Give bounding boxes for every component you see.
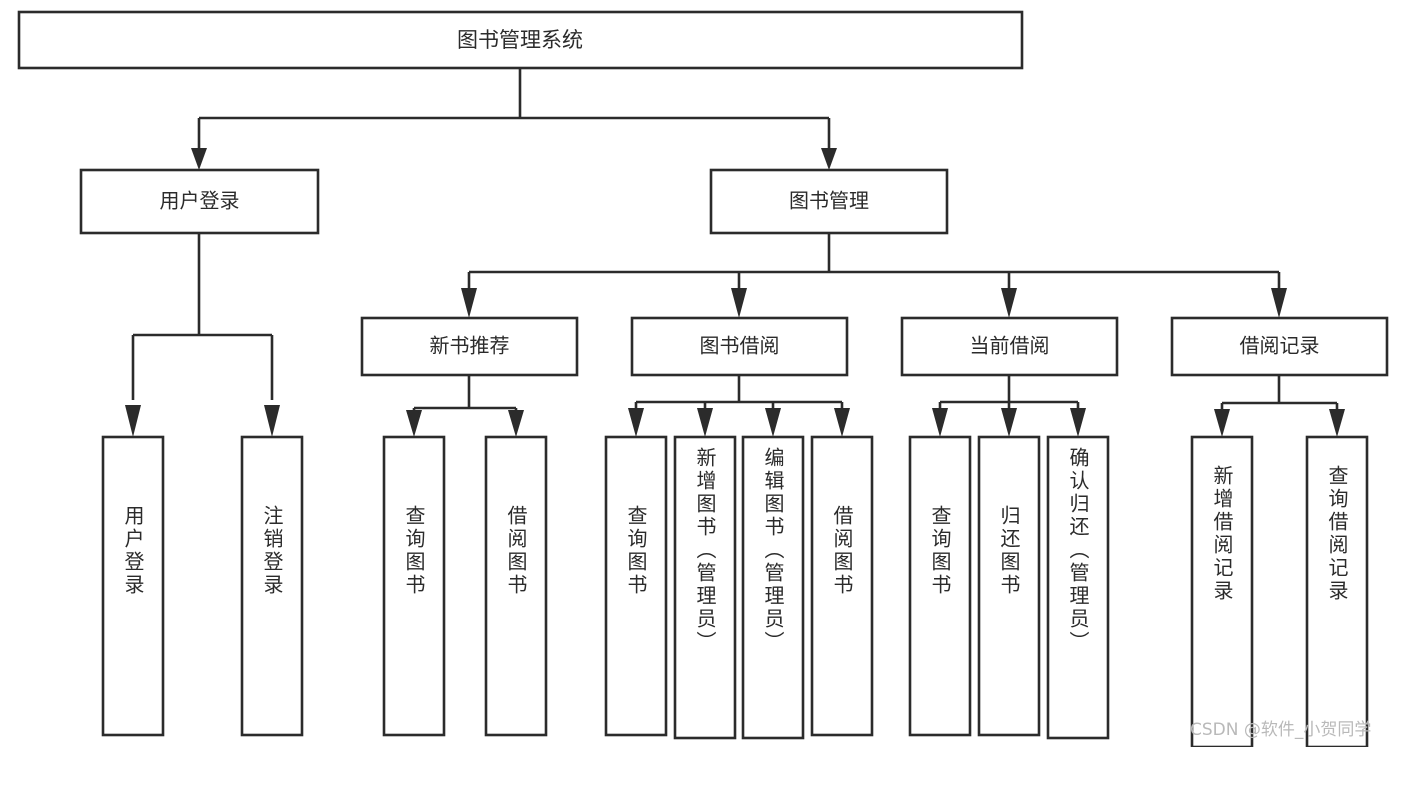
leaf-box-new-book-2[interactable] [484,435,548,737]
arrow-head-bookborrow-leaf-3 [765,408,781,437]
leaf-box-current-borrow-1[interactable] [908,435,972,737]
leaf-box-book-borrow-2[interactable] [673,435,737,740]
arrow-head-userlogin-leaf-2 [264,405,280,437]
flowchart-canvas: 图书管理系统 用户登录 图书管理 新书推荐 图书借阅 当前借阅 借阅记录 [17,10,1389,747]
node-book-borrow-box[interactable] [630,316,849,377]
leaf-box-borrow-record-2[interactable] [1305,435,1369,747]
arrow-head-borrow-record [1271,288,1287,318]
node-borrow-record-label: 借阅记录 [1240,334,1320,358]
node-book-management[interactable]: 图书管理 [709,168,949,235]
diagram-root: 图书管理系统 用户登录 图书管理 新书推荐 图书借阅 当前借阅 借阅记录 [17,10,1389,747]
node-user-login-label: 用户登录 [160,189,240,213]
node-new-book-recommend-label: 新书推荐 [430,334,510,358]
arrow-head-borrowrecord-leaf-1 [1214,409,1230,437]
arrow-head-newbook-leaf-1 [406,410,422,437]
arrow-head-bookborrow-leaf-1 [628,408,644,437]
arrow-head-user-login [191,148,207,170]
node-user-login-box[interactable] [79,168,320,235]
leaf-box-user-login-1[interactable] [101,435,165,737]
node-root[interactable]: 图书管理系统 [17,10,1024,70]
arrow-head-book-borrow [731,288,747,318]
arrow-head-userlogin-leaf-1 [125,405,141,437]
node-book-management-box[interactable] [709,168,949,235]
node-book-borrow[interactable]: 图书借阅 [630,316,849,377]
leaf-box-book-borrow-3[interactable] [741,435,805,740]
node-root-box[interactable] [17,10,1024,70]
node-user-login[interactable]: 用户登录 [79,168,320,235]
leaf-box-current-borrow-2[interactable] [977,435,1041,737]
node-new-book-recommend-box[interactable] [360,316,579,377]
connector-group [125,68,1345,437]
arrow-head-current-borrow [1001,288,1017,318]
arrow-head-bookborrow-leaf-4 [834,408,850,437]
leaf-box-new-book-1[interactable] [382,435,446,737]
node-borrow-record[interactable]: 借阅记录 [1170,316,1389,377]
arrow-head-book-mgmt [821,148,837,170]
leaf-box-borrow-record-1[interactable] [1190,435,1254,747]
node-current-borrow-box[interactable] [900,316,1119,377]
node-borrow-record-box[interactable] [1170,316,1389,377]
node-current-borrow-label: 当前借阅 [970,334,1050,358]
node-root-label: 图书管理系统 [457,28,583,52]
node-new-book-recommend[interactable]: 新书推荐 [360,316,579,377]
arrow-head-new-book-recommend [461,288,477,318]
leaf-box-book-borrow-4[interactable] [810,435,874,737]
arrow-head-currentborrow-leaf-3 [1070,408,1086,437]
arrow-head-newbook-leaf-2 [508,410,524,437]
node-book-management-label: 图书管理 [789,189,869,213]
arrow-head-borrowrecord-leaf-2 [1329,409,1345,437]
node-book-borrow-label: 图书借阅 [700,334,780,358]
node-current-borrow[interactable]: 当前借阅 [900,316,1119,377]
arrow-head-bookborrow-leaf-2 [697,408,713,437]
leaf-box-book-borrow-1[interactable] [604,435,668,737]
arrow-head-currentborrow-leaf-1 [932,408,948,437]
leaf-box-current-borrow-3[interactable] [1046,435,1110,740]
arrow-head-currentborrow-leaf-2 [1001,408,1017,437]
leaf-box-user-login-2[interactable] [240,435,304,737]
